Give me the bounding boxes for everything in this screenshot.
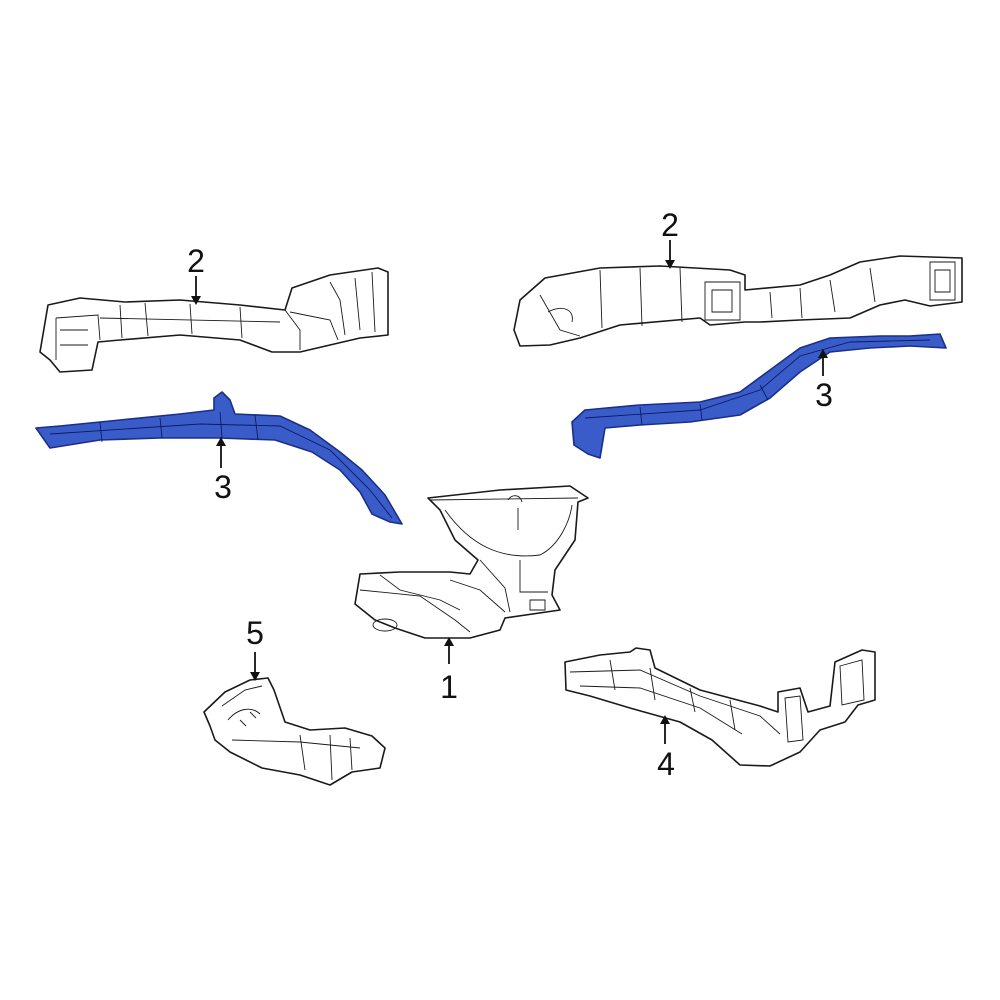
part-5-drawing [203, 677, 386, 786]
callout-3-left: 3 [214, 469, 232, 505]
leader-lines [191, 240, 828, 744]
part-3-left-drawing [35, 391, 403, 525]
callout-2-left: 2 [187, 243, 205, 279]
arrow-1 [444, 637, 454, 646]
arrow-4 [660, 715, 670, 724]
part-4-drawing [564, 647, 876, 767]
arrow-3-left [216, 437, 226, 446]
part-3-right-drawing [571, 333, 947, 459]
callout-4: 4 [657, 746, 675, 782]
arrow-5 [250, 672, 260, 681]
arrow-2-left [191, 296, 201, 305]
part-2-right-drawing [513, 255, 963, 347]
callout-5: 5 [246, 615, 264, 651]
arrow-3-right [818, 349, 828, 358]
arrow-2-right [665, 260, 675, 269]
callout-1: 1 [440, 669, 458, 705]
callout-3-right: 3 [815, 377, 833, 413]
part-1-drawing [354, 485, 589, 639]
callout-2-right: 2 [661, 207, 679, 243]
part-2-left-drawing [39, 267, 389, 373]
